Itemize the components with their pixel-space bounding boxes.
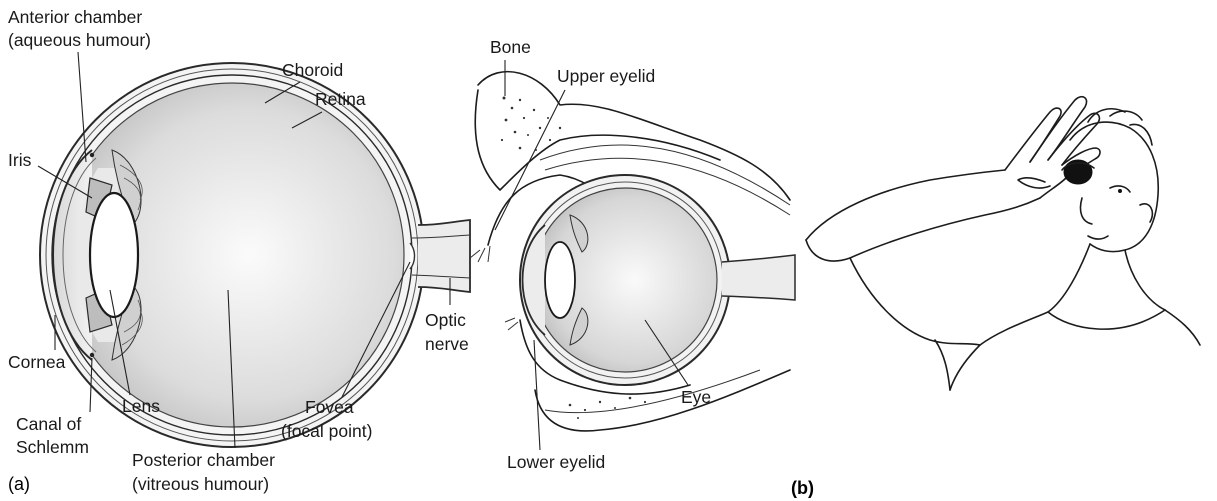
label-choroid: Choroid	[282, 60, 343, 80]
label-lower-eyelid: Lower eyelid	[507, 452, 605, 472]
label-bone: Bone	[490, 37, 531, 57]
label-fovea: Fovea	[305, 397, 354, 417]
person-illustration	[806, 97, 1200, 390]
eye-cross-section	[40, 63, 470, 447]
label-optic: Optic	[425, 310, 466, 330]
label-lens: Lens	[122, 396, 160, 416]
label-cornea: Cornea	[8, 352, 66, 372]
label-focal-point: (focal point)	[281, 421, 372, 441]
label-canal-of: Canal of	[16, 414, 81, 434]
label-vitreous-humour: (vitreous humour)	[132, 474, 269, 494]
eye-in-orbit	[470, 72, 795, 431]
label-posterior-chamber: Posterior chamber	[132, 450, 275, 470]
label-upper-eyelid: Upper eyelid	[557, 66, 655, 86]
label-iris: Iris	[8, 150, 32, 170]
label-schlemm: Schlemm	[16, 437, 89, 457]
label-nerve: nerve	[425, 334, 469, 354]
label-retina: Retina	[315, 89, 366, 109]
label-eye: Eye	[681, 387, 711, 407]
caption-a: (a)	[8, 474, 30, 494]
label-aqueous-humour: (aqueous humour)	[8, 30, 151, 50]
caption-b: (b)	[791, 478, 814, 498]
label-anterior-chamber: Anterior chamber	[8, 7, 142, 27]
